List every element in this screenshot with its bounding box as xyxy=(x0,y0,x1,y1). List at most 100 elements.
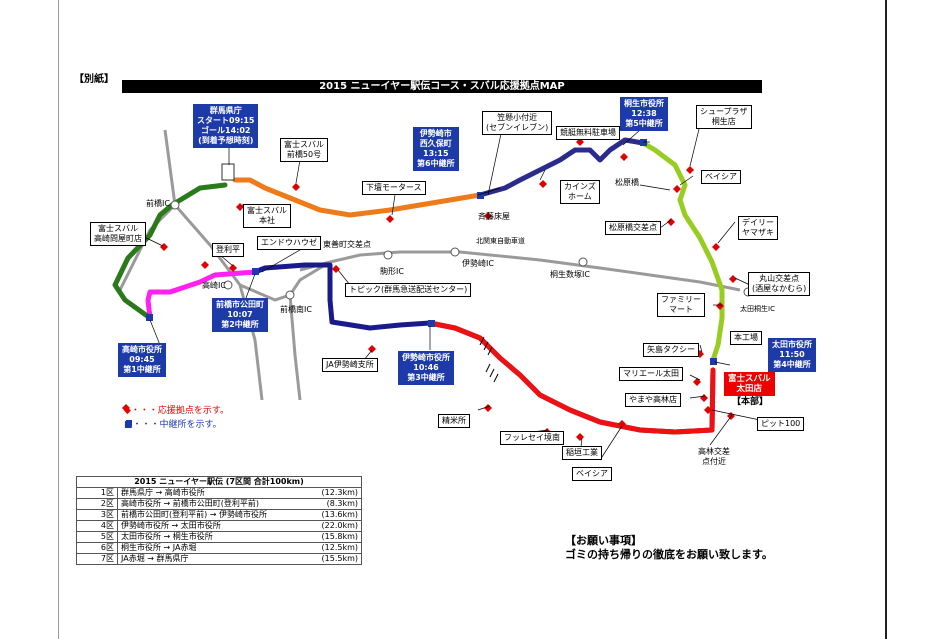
support-marker xyxy=(160,243,168,251)
legend-support: ◆・・・応援拠点を示す。 xyxy=(124,406,230,416)
section-number: 5区 xyxy=(76,531,118,543)
section-number: 7区 xyxy=(76,553,118,565)
section-distance: (13.6km) xyxy=(307,509,362,521)
page-margin-line xyxy=(58,0,59,639)
relay-marker-maebashi xyxy=(252,268,259,275)
support-furesei: フッレセイ境南 xyxy=(500,431,564,445)
relay-marker-kiryu xyxy=(640,139,647,146)
support-sasamori: 笠懸小付近 (セブンイレブン) xyxy=(482,111,553,135)
section-distance: (15.5km) xyxy=(307,553,362,565)
support-saito: 斉藤床屋 xyxy=(478,212,510,221)
support-maruyama: 丸山交差点 (酒屋なかむら) xyxy=(748,272,811,296)
support-matsubara: 松原橋 xyxy=(615,178,639,187)
support-marker xyxy=(484,404,492,412)
section-route: 桐生市役所 → JA赤堀 xyxy=(116,542,308,554)
support-marker xyxy=(484,212,492,220)
kiryu-sakai-ic-circle xyxy=(578,257,588,267)
section-number: 4区 xyxy=(76,520,118,532)
support-mariel: マリエール太田 xyxy=(619,367,683,381)
place-higashizen: 東善町交差点 xyxy=(323,240,371,249)
relay-markers xyxy=(146,139,717,365)
support-marker xyxy=(700,394,708,402)
support-canes: カインズ ホーム xyxy=(560,180,600,204)
komagata-ic-circle xyxy=(383,250,393,260)
support-marker xyxy=(704,406,712,414)
support-daily: デイリー ヤマザキ xyxy=(738,216,778,240)
support-senbo: 稲垣工業 xyxy=(562,446,602,460)
place-takasaki-ic: 高崎IC xyxy=(202,281,226,290)
support-marker xyxy=(620,153,628,161)
support-honkojo: 本工場 xyxy=(730,331,762,345)
section-number: 2区 xyxy=(76,498,118,510)
road-north-south xyxy=(163,129,264,401)
section-distance: (22.0km) xyxy=(307,520,362,532)
relay-gunma-start: 群馬県庁 スタート09:15 ゴール14:02 (到着予想時刻) xyxy=(193,104,259,148)
course-map xyxy=(112,114,761,461)
support-marker xyxy=(693,378,701,386)
support-matsubara-kosa: 松原橋交差点 xyxy=(605,221,661,235)
place-isesaki-ic: 伊勢崎IC xyxy=(462,259,494,268)
section-1-route xyxy=(112,182,228,321)
support-family-mart: ファミリー マート xyxy=(657,293,705,317)
isesaki-ic-circle xyxy=(450,247,460,257)
takasaki-ic-circle xyxy=(223,280,233,290)
table-row: 4区伊勢崎市役所 → 太田市役所(22.0km) xyxy=(76,520,362,532)
support-takabayashi: 高林交差 点付近 xyxy=(698,447,730,466)
relay-maebashi: 前橋市公田町 10:07 第2中継所 xyxy=(212,298,268,332)
section-5-route xyxy=(640,140,725,363)
maebashi-ic-circle xyxy=(170,200,180,210)
headquarters-label: 【本部】 xyxy=(732,397,769,407)
support-seimaisho: 精米所 xyxy=(438,414,470,428)
section-route: JA赤堀 → 群馬県庁 xyxy=(116,553,308,565)
relay-isesaki: 伊勢崎市役所 10:46 第3中継所 xyxy=(398,351,454,385)
support-marker xyxy=(201,261,209,269)
support-fuji-maebashi50: 富士スバル 前橋50号 xyxy=(280,138,328,162)
support-marker xyxy=(729,275,737,283)
relay-kiryu: 桐生市役所 12:38 第5中継所 xyxy=(620,97,668,131)
place-maebashi-ic: 前橋IC xyxy=(146,199,170,208)
support-ja-isesaki: JA伊勢崎支所 xyxy=(322,358,378,372)
table-row: 5区太田市役所 → 桐生市役所(15.8km) xyxy=(76,531,362,543)
notice-body: ゴミの持ち帰りの徹底をお願い致します。 xyxy=(565,548,773,561)
table-row: 2区高崎市役所 → 前橋市公田町(登利平前)(8.3km) xyxy=(76,498,362,510)
section-distance: (8.3km) xyxy=(307,498,362,510)
relay-marker-takasaki xyxy=(146,314,153,321)
notice-heading: 【お願い事項】 xyxy=(565,534,642,547)
support-marker xyxy=(332,265,340,273)
support-marker xyxy=(122,404,130,412)
place-kiryu-sakai-ic: 桐生数塚IC xyxy=(550,270,590,279)
gunma-building-icon xyxy=(221,163,235,181)
section-route: 高崎市役所 → 前橋市公田町(登利平前) xyxy=(116,498,308,510)
map-title: 2015 ニューイヤー駅伝コース・スバル応援拠点MAP xyxy=(122,80,762,93)
place-ota-kiryu-ic: 太田桐生IC xyxy=(740,305,775,313)
section-route: 伊勢崎市役所 → 太田市役所 xyxy=(116,520,308,532)
support-marker xyxy=(576,433,584,441)
legend-relay-marker xyxy=(126,420,132,426)
support-marker xyxy=(539,180,547,188)
support-marker xyxy=(229,264,237,272)
support-marker xyxy=(292,183,300,191)
support-shimozumi: 下壇モータース xyxy=(362,181,426,195)
ic-markers xyxy=(170,200,753,300)
road-kitakanto xyxy=(329,250,741,292)
support-toriri: 登利平 xyxy=(212,243,244,257)
support-marker xyxy=(618,420,626,428)
support-marker xyxy=(667,218,675,226)
support-marker xyxy=(686,166,694,174)
support-marker xyxy=(712,243,720,251)
support-beisia-2: ベイシア xyxy=(572,467,612,481)
support-marker xyxy=(576,138,584,146)
support-fuji-honsha: 富士スバル 本社 xyxy=(243,204,291,228)
support-marker xyxy=(386,215,394,223)
course-route xyxy=(112,137,725,435)
support-marker xyxy=(716,302,724,310)
section-distance: (15.8km) xyxy=(307,531,362,543)
sections-table: 2015 ニューイヤー駅伝 (7区間 合計100km) 1区群馬県庁 → 高崎市… xyxy=(76,476,362,565)
relay-nishikubo: 伊勢崎市 西久保町 13:15 第6中継所 xyxy=(413,127,459,171)
table-row: 1区群馬県庁 → 高崎市役所(12.3km) xyxy=(76,487,362,499)
section-number: 3区 xyxy=(76,509,118,521)
support-kyogi-parking: 競艇無料駐車場 xyxy=(556,126,620,140)
support-yamaya: やまや高林店 xyxy=(625,393,681,407)
sections-table-header: 2015 ニューイヤー駅伝 (7区間 合計100km) xyxy=(76,476,362,488)
